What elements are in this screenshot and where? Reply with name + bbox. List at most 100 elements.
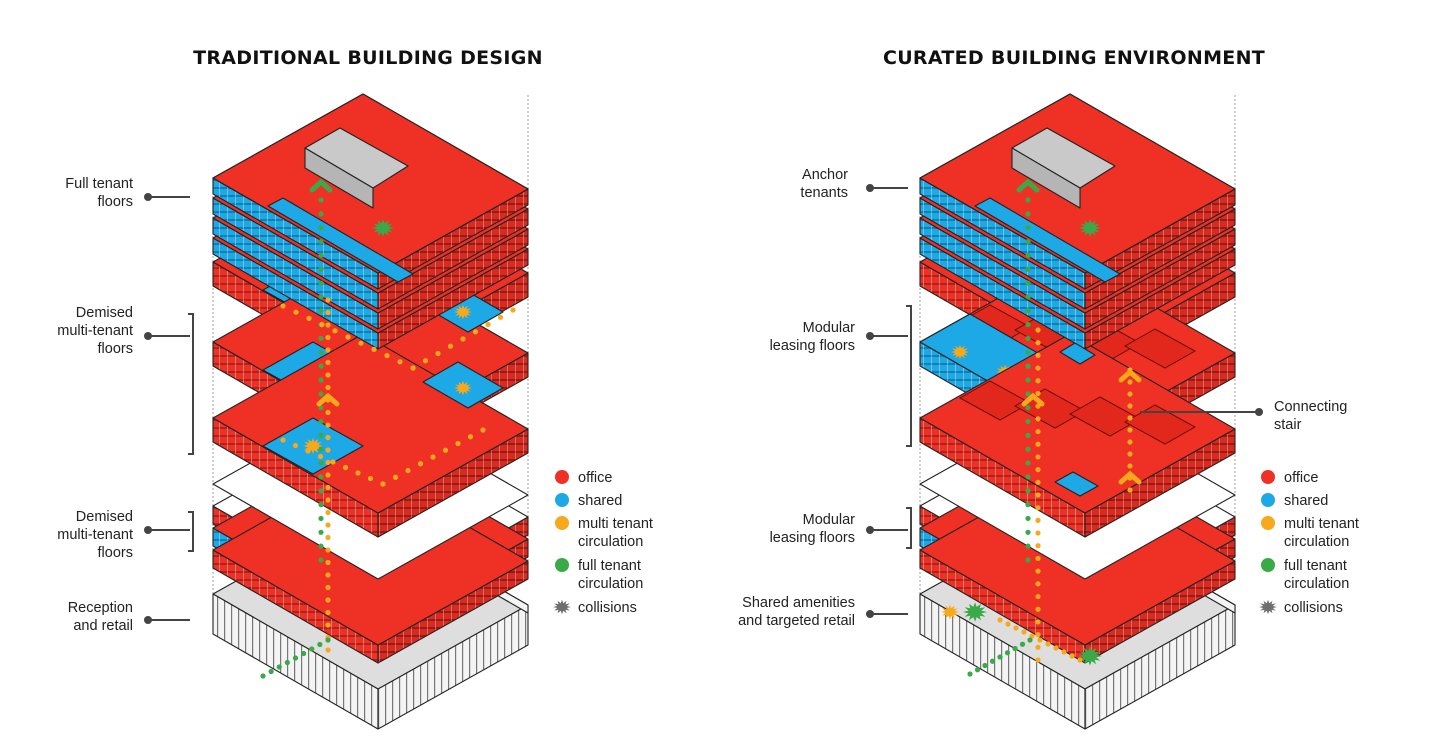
circulation-dot — [318, 474, 324, 480]
legend-swatch — [1261, 558, 1275, 572]
circulation-dot — [417, 461, 424, 467]
circulation-dot — [1035, 365, 1041, 371]
legend-item: office — [555, 470, 612, 486]
circulation-dot — [1127, 463, 1133, 469]
up-arrow-icon — [309, 178, 333, 193]
circulation-dot — [1061, 649, 1067, 655]
circulation-dot — [318, 543, 324, 549]
up-arrow-icon — [1021, 392, 1045, 407]
circulation-dot — [1035, 340, 1041, 346]
legend-swatch — [1261, 516, 1275, 530]
circulation-dot — [1025, 335, 1031, 342]
circulation-dot — [318, 418, 324, 425]
circulation-dot — [358, 340, 364, 346]
entry-circulation — [260, 637, 331, 679]
up-arrow-icon — [1118, 470, 1142, 485]
circulation-dot — [380, 481, 386, 487]
circulation-dot — [1025, 405, 1031, 411]
circulation-dot — [318, 225, 324, 231]
legend-label-line: multi tenant — [578, 516, 653, 532]
circulation-dot — [318, 211, 324, 217]
top-shared-space — [267, 197, 414, 283]
legend-label-line: full tenant — [1284, 558, 1347, 574]
collision-burst — [303, 438, 323, 454]
circulation-dot — [442, 447, 449, 453]
legend-label-line: collisions — [578, 600, 637, 616]
circulation-dot — [1019, 641, 1026, 647]
circulation-dot — [1127, 439, 1133, 445]
circulation-dot — [318, 294, 324, 300]
circulation-dot — [1045, 641, 1051, 647]
circulation-dot — [384, 353, 390, 359]
circulation-dot — [325, 384, 331, 391]
callout-label-line: leasing floors — [770, 338, 855, 354]
panel-title: TRADITIONAL BUILDING DESIGN — [193, 47, 543, 69]
circulation-dot — [325, 484, 331, 491]
circulation-dot — [280, 303, 286, 309]
circulation-dot — [1025, 418, 1031, 425]
circulation-dot — [1025, 280, 1031, 286]
burst-icon — [1259, 599, 1277, 615]
callout-label-line: Modular — [803, 512, 856, 528]
circulation-dot — [318, 363, 324, 369]
circulation-dot — [392, 474, 399, 480]
multi-tenant-circulation — [380, 427, 486, 487]
circulation-dot — [284, 659, 290, 666]
legend-label-line: circulation — [1284, 576, 1349, 592]
stair-circulation — [1127, 367, 1133, 493]
multi-tenant-circulation — [410, 307, 516, 371]
circulation-dot — [1004, 650, 1011, 656]
circulation-dot — [1027, 637, 1033, 643]
circulation-dot — [1035, 555, 1041, 562]
circulation-dot — [1012, 645, 1018, 652]
circulation-dot — [325, 622, 331, 628]
legend-swatch — [555, 470, 569, 484]
circulation-dot — [1035, 644, 1041, 650]
callout-label-line: Shared amenities — [742, 595, 855, 611]
legend-label: office — [1284, 470, 1318, 486]
circulation-dot — [1025, 252, 1031, 258]
circulation-dot — [318, 460, 324, 466]
collision-burst — [963, 602, 987, 622]
legend-swatch — [1261, 470, 1275, 484]
legend-label: shared — [1284, 493, 1328, 509]
circulation-dot — [306, 315, 312, 321]
legend-label: shared — [578, 493, 622, 509]
circulation-dot — [1025, 474, 1031, 480]
circulation-dot — [405, 467, 411, 474]
circulation-dot — [1035, 327, 1041, 333]
multi-tenant-circulation — [1035, 327, 1041, 663]
circulation-dot — [318, 197, 324, 203]
legend-swatch — [555, 493, 569, 507]
circulation-dot — [318, 308, 324, 314]
circulation-dot — [1035, 416, 1041, 422]
circulation-dot — [342, 464, 349, 471]
entry-circulation — [967, 637, 1033, 677]
circulation-dot — [332, 328, 338, 334]
circulation-dot — [301, 650, 307, 657]
circulation-dot — [967, 671, 973, 677]
bracket — [188, 511, 194, 552]
circulation-dot — [422, 358, 429, 364]
circulation-dot — [1035, 492, 1041, 498]
legend-label-line: office — [1284, 470, 1318, 486]
circulation-dot — [485, 321, 491, 328]
circulation-dot — [460, 336, 466, 342]
circulation-dot — [430, 454, 436, 460]
circulation-dot — [293, 309, 299, 315]
circulation-dot — [1053, 645, 1059, 651]
circulation-dot — [1025, 391, 1031, 397]
full-tenant-circulation — [318, 197, 324, 563]
collision-burst — [454, 380, 472, 396]
multi-tenant-circulation — [325, 297, 331, 653]
